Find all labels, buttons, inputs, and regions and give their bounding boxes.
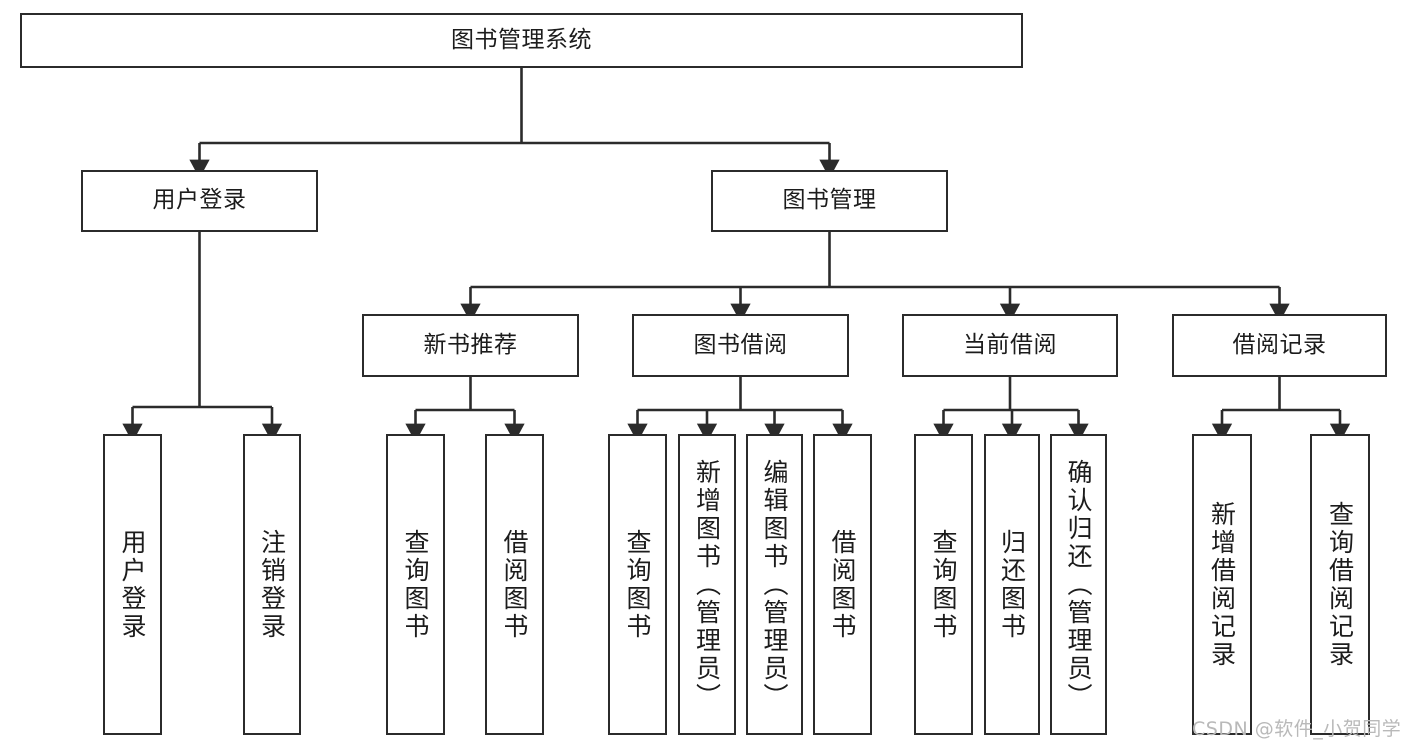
leaf-logout-label: 注销登录 bbox=[257, 528, 287, 641]
leaf-borrow-book-1[interactable]: 借阅图书 bbox=[485, 434, 544, 735]
leaf-user-login-label: 用户登录 bbox=[118, 528, 147, 641]
node-root-label: 图书管理系统 bbox=[451, 26, 592, 53]
leaf-borrow-book-2-label: 借阅图书 bbox=[828, 528, 857, 641]
leaf-add-borrow-record-label: 新增借阅记录 bbox=[1207, 500, 1237, 669]
leaf-logout[interactable]: 注销登录 bbox=[243, 434, 301, 735]
leaf-return-book[interactable]: 归还图书 bbox=[984, 434, 1040, 735]
watermark: CSDN @软件_小贺同学 bbox=[1192, 718, 1402, 740]
node-user-login[interactable]: 用户登录 bbox=[81, 170, 318, 232]
leaf-add-book[interactable]: 新增图书（管理员） bbox=[678, 434, 736, 735]
leaf-confirm-return-label: 确认归还（管理员） bbox=[1064, 458, 1093, 711]
node-book-management[interactable]: 图书管理 bbox=[711, 170, 948, 232]
node-root[interactable]: 图书管理系统 bbox=[20, 13, 1023, 68]
node-new-book-recommend-label: 新书推荐 bbox=[423, 331, 518, 358]
leaf-add-book-label: 新增图书（管理员） bbox=[692, 458, 722, 711]
node-book-borrow[interactable]: 图书借阅 bbox=[632, 314, 849, 377]
leaf-query-book-1-label: 查询图书 bbox=[401, 528, 430, 641]
leaf-confirm-return[interactable]: 确认归还（管理员） bbox=[1050, 434, 1107, 735]
leaf-query-borrow-record-label: 查询借阅记录 bbox=[1325, 500, 1355, 669]
node-borrow-record-label: 借阅记录 bbox=[1232, 331, 1327, 358]
leaf-query-book-3-label: 查询图书 bbox=[929, 528, 958, 641]
node-new-book-recommend[interactable]: 新书推荐 bbox=[362, 314, 579, 377]
node-book-management-label: 图书管理 bbox=[782, 187, 877, 214]
leaf-user-login[interactable]: 用户登录 bbox=[103, 434, 162, 735]
node-borrow-record[interactable]: 借阅记录 bbox=[1172, 314, 1387, 377]
node-user-login-label: 用户登录 bbox=[152, 187, 247, 214]
leaf-borrow-book-2[interactable]: 借阅图书 bbox=[813, 434, 872, 735]
leaf-query-borrow-record[interactable]: 查询借阅记录 bbox=[1310, 434, 1370, 735]
leaf-query-book-2-label: 查询图书 bbox=[623, 528, 652, 641]
node-book-borrow-label: 图书借阅 bbox=[693, 331, 788, 358]
leaf-query-book-3[interactable]: 查询图书 bbox=[914, 434, 973, 735]
leaf-edit-book[interactable]: 编辑图书（管理员） bbox=[746, 434, 803, 735]
leaf-add-borrow-record[interactable]: 新增借阅记录 bbox=[1192, 434, 1252, 735]
leaf-borrow-book-1-label: 借阅图书 bbox=[500, 528, 529, 641]
node-current-borrow-label: 当前借阅 bbox=[963, 331, 1057, 358]
leaf-edit-book-label: 编辑图书（管理员） bbox=[760, 458, 789, 711]
node-current-borrow[interactable]: 当前借阅 bbox=[902, 314, 1118, 377]
leaf-query-book-2[interactable]: 查询图书 bbox=[608, 434, 667, 735]
leaf-return-book-label: 归还图书 bbox=[997, 528, 1027, 641]
leaf-query-book-1[interactable]: 查询图书 bbox=[386, 434, 445, 735]
